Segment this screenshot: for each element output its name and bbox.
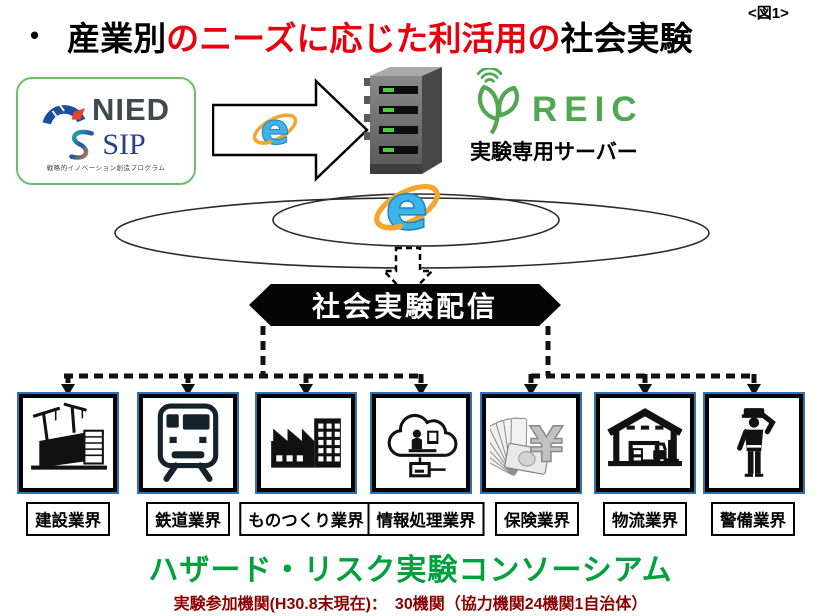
industry-label: ものつくり業界	[239, 502, 373, 536]
page-title: • 産業別のニーズに応じた利活用の社会実験	[30, 12, 810, 60]
sip-swirl-icon	[69, 129, 95, 160]
reic-plant-icon	[476, 68, 520, 135]
nied-sip-logo-box: NIED SIP 戦略的イノベーション創造プログラム	[16, 77, 196, 185]
consortium-title: ハザード・リスク実験コンソーシアム	[148, 554, 673, 587]
server-icon	[364, 67, 442, 174]
industry-label: 建設業界	[26, 502, 110, 536]
figure-tag: <図1>	[748, 5, 789, 22]
industry-label: 情報処理業界	[367, 502, 485, 536]
internet-explorer-icon	[250, 104, 300, 154]
reic-logo: REIC	[466, 68, 644, 138]
industry-label: 保険業界	[495, 502, 579, 536]
industry-box-insurance: ¥	[480, 392, 582, 494]
sip-caption: 戦略的イノベーション創造プログラム	[46, 165, 166, 172]
nied-arch-icon	[42, 103, 86, 125]
factory-icon	[271, 418, 341, 468]
industry-label: 物流業界	[603, 502, 687, 536]
security-guard-icon	[737, 408, 776, 477]
cloud-computing-icon	[387, 413, 458, 478]
industry-box-security	[703, 392, 805, 494]
title-part-black1: 産業別	[67, 20, 167, 57]
server-label: 実験専用サーバー	[470, 141, 638, 164]
industry-box-construction	[17, 392, 119, 494]
train-icon	[157, 403, 219, 482]
industry-label: 警備業界	[711, 502, 795, 536]
industry-box-railway	[137, 392, 239, 494]
industry-label: 鉄道業界	[146, 502, 230, 536]
distribution-banner: 社会実験配信	[249, 284, 561, 326]
svg-text:¥: ¥	[529, 415, 563, 473]
warehouse-forklift-icon	[607, 408, 683, 467]
title-part-red: のニーズに応じた利活用の	[166, 20, 561, 57]
participants-note: 実験参加機関(H30.8末現在)： 30機関（協力機関24機関1自治体）	[173, 596, 648, 613]
distribution-lines	[64, 326, 757, 386]
sip-logo-text: SIP	[102, 128, 146, 161]
industry-box-logistics	[594, 392, 696, 494]
title-bullet: •	[30, 20, 40, 50]
yen-banknotes-icon: ¥	[490, 415, 564, 476]
banner-label: 社会実験配信	[311, 291, 498, 322]
industry-box-manufacturing	[255, 392, 357, 494]
reic-logo-text: REIC	[532, 90, 644, 129]
industry-box-information	[370, 392, 472, 494]
title-part-black2: 社会実験	[560, 20, 693, 57]
nied-logo-text: NIED	[91, 92, 171, 127]
construction-site-icon	[31, 402, 107, 470]
internet-explorer-icon	[370, 170, 444, 244]
